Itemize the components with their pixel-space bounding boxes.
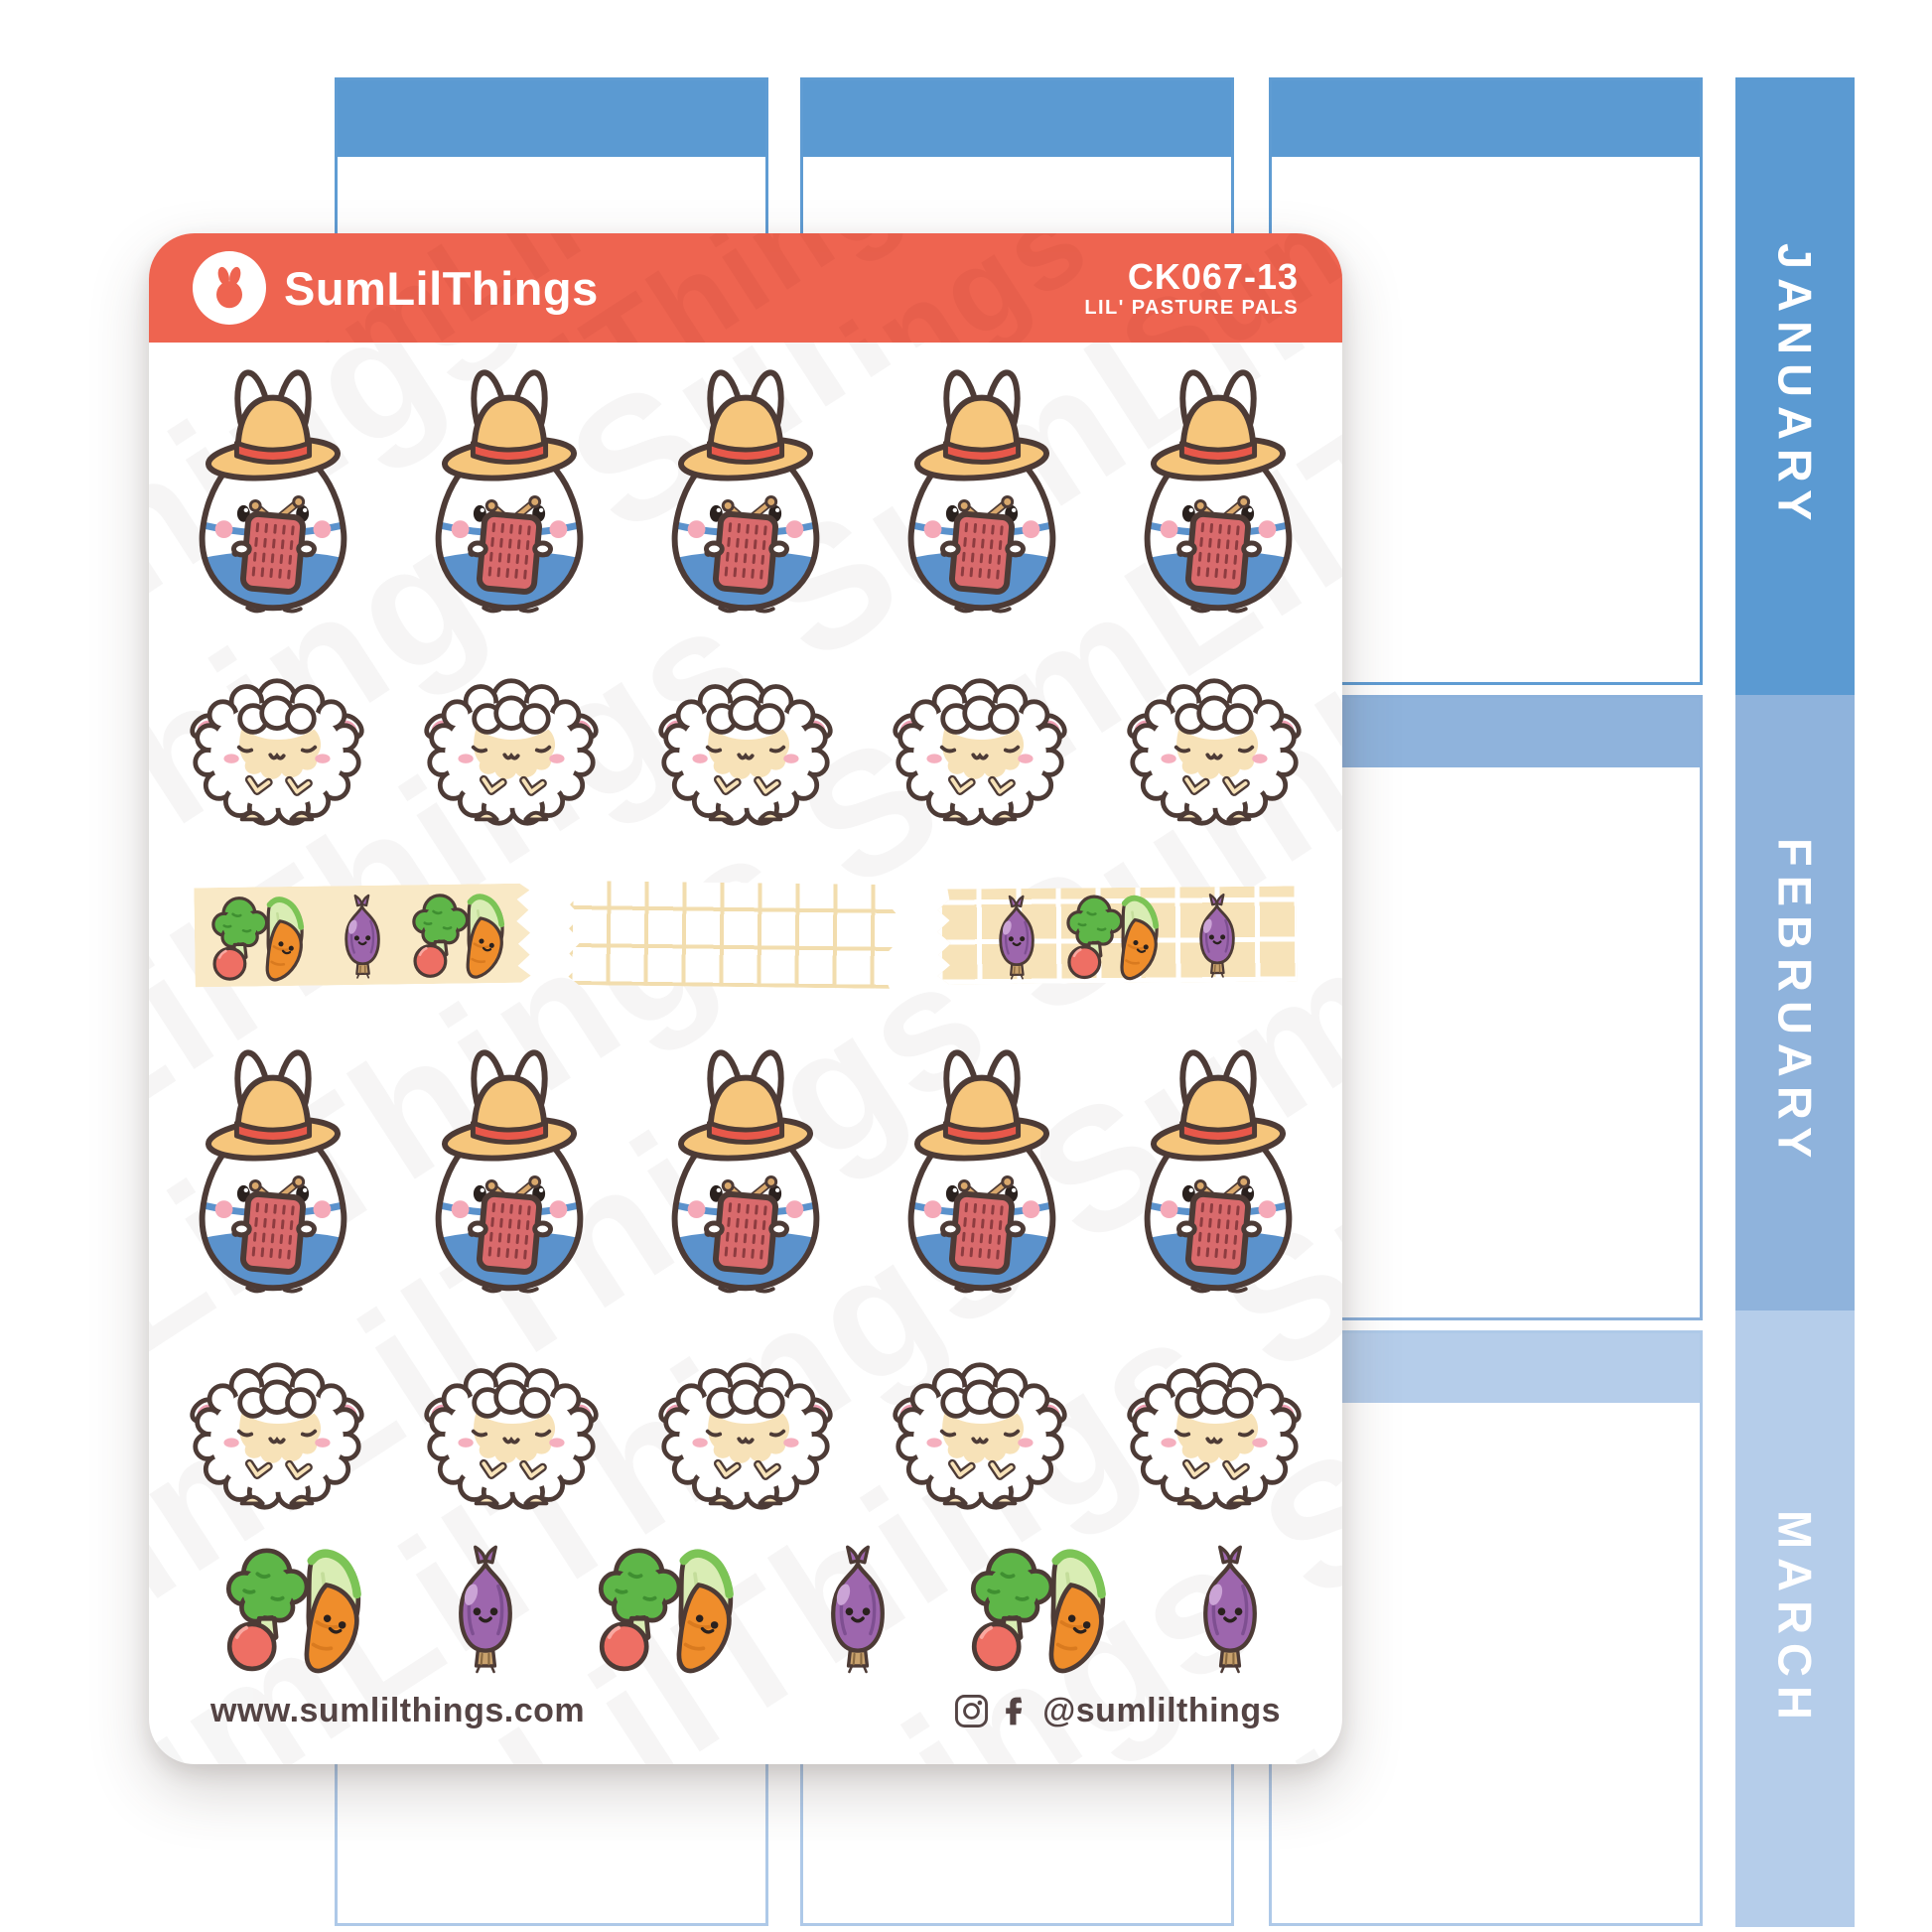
sheep-sticker (890, 675, 1070, 827)
bunnies-row-1 (149, 366, 1342, 631)
veggie-group-sticker (406, 858, 519, 1009)
planner-box-header (338, 80, 765, 157)
veggie-group-sticker (959, 1533, 1130, 1682)
bunny-knitting-sticker (657, 1046, 834, 1311)
bunny-knitting-sticker (421, 366, 598, 631)
sheet-footer: www.sumlilthings.com @sumlilthings (149, 1692, 1342, 1764)
product-code: CK067-13 (1127, 255, 1299, 297)
bunny-knitting-sticker (894, 366, 1070, 631)
brand-name: SumLilThings (284, 261, 599, 315)
sheep-sticker (187, 1359, 367, 1511)
social-handle: @sumlilthings (1042, 1692, 1281, 1729)
bunny-knitting-sticker (185, 366, 361, 631)
sheep-sticker (890, 1359, 1070, 1511)
washi-strip-solid-cream (194, 883, 530, 987)
onion-sticker (985, 861, 1047, 1011)
month-tab-label: JANUARY (1768, 242, 1822, 530)
onion-sticker (331, 860, 394, 1010)
bunny-logo-icon (204, 262, 255, 314)
product-name: LIL' PASTURE PALS (1084, 297, 1299, 320)
sheep-sticker (655, 1359, 836, 1511)
washi-strip-grid-on-white (568, 881, 898, 989)
onion-sticker (1183, 1533, 1277, 1682)
brand-logo: SumLilThings (193, 251, 599, 325)
sheep-sticker (1124, 675, 1305, 827)
veggies-row-6 (149, 1533, 1342, 1682)
social-links: @sumlilthings (953, 1692, 1281, 1730)
veggie-group-sticker (587, 1533, 758, 1682)
sheep-sticker (421, 675, 602, 827)
month-tab-january: JANUARY (1735, 77, 1855, 695)
sheep-row-5 (149, 1359, 1342, 1511)
month-tab-march: MARCH (1735, 1311, 1855, 1927)
bunny-knitting-sticker (421, 1046, 598, 1311)
planner-box-header (1272, 80, 1700, 157)
washi-row-3 (149, 883, 1342, 987)
website-url: www.sumlilthings.com (210, 1692, 586, 1729)
onion-sticker (439, 1533, 532, 1682)
washi-strip-grid-on-cream (937, 886, 1298, 984)
onion-sticker (811, 1533, 904, 1682)
sheep-sticker (187, 675, 367, 827)
sticker-rows (149, 343, 1342, 1692)
bunny-knitting-sticker (1130, 366, 1307, 631)
product-info: CK067-13 LIL' PASTURE PALS (1084, 256, 1299, 320)
veggie-group-sticker (206, 861, 319, 1012)
planner-box-header (1272, 1333, 1700, 1403)
month-tab-label: MARCH (1768, 1509, 1822, 1728)
planner-box-header (803, 80, 1231, 157)
bunny-knitting-sticker (1130, 1046, 1307, 1311)
sticker-sheet: SumLilThings SumLilThings SumLilThings S… (149, 233, 1342, 1764)
month-tab-label: FEBRUARY (1768, 838, 1822, 1168)
facebook-icon (1000, 1695, 1033, 1727)
bunnies-row-4 (149, 1046, 1342, 1311)
planner-box-header (1272, 698, 1700, 767)
bunny-knitting-sticker (657, 366, 834, 631)
month-tab-february: FEBRUARY (1735, 695, 1855, 1311)
onion-sticker (1185, 859, 1248, 1009)
brand-logo-circle (193, 251, 266, 325)
sheep-sticker (655, 675, 836, 827)
sheep-sticker (1124, 1359, 1305, 1511)
sheep-sticker (421, 1359, 602, 1511)
veggie-group-sticker (1060, 860, 1173, 1010)
bunny-knitting-sticker (185, 1046, 361, 1311)
sheet-header: SumLilThings SumLilThings SumLilThings S… (149, 233, 1342, 343)
veggie-group-sticker (214, 1533, 385, 1682)
instagram-icon (953, 1693, 990, 1729)
sheep-row-2 (149, 675, 1342, 827)
bunny-knitting-sticker (894, 1046, 1070, 1311)
